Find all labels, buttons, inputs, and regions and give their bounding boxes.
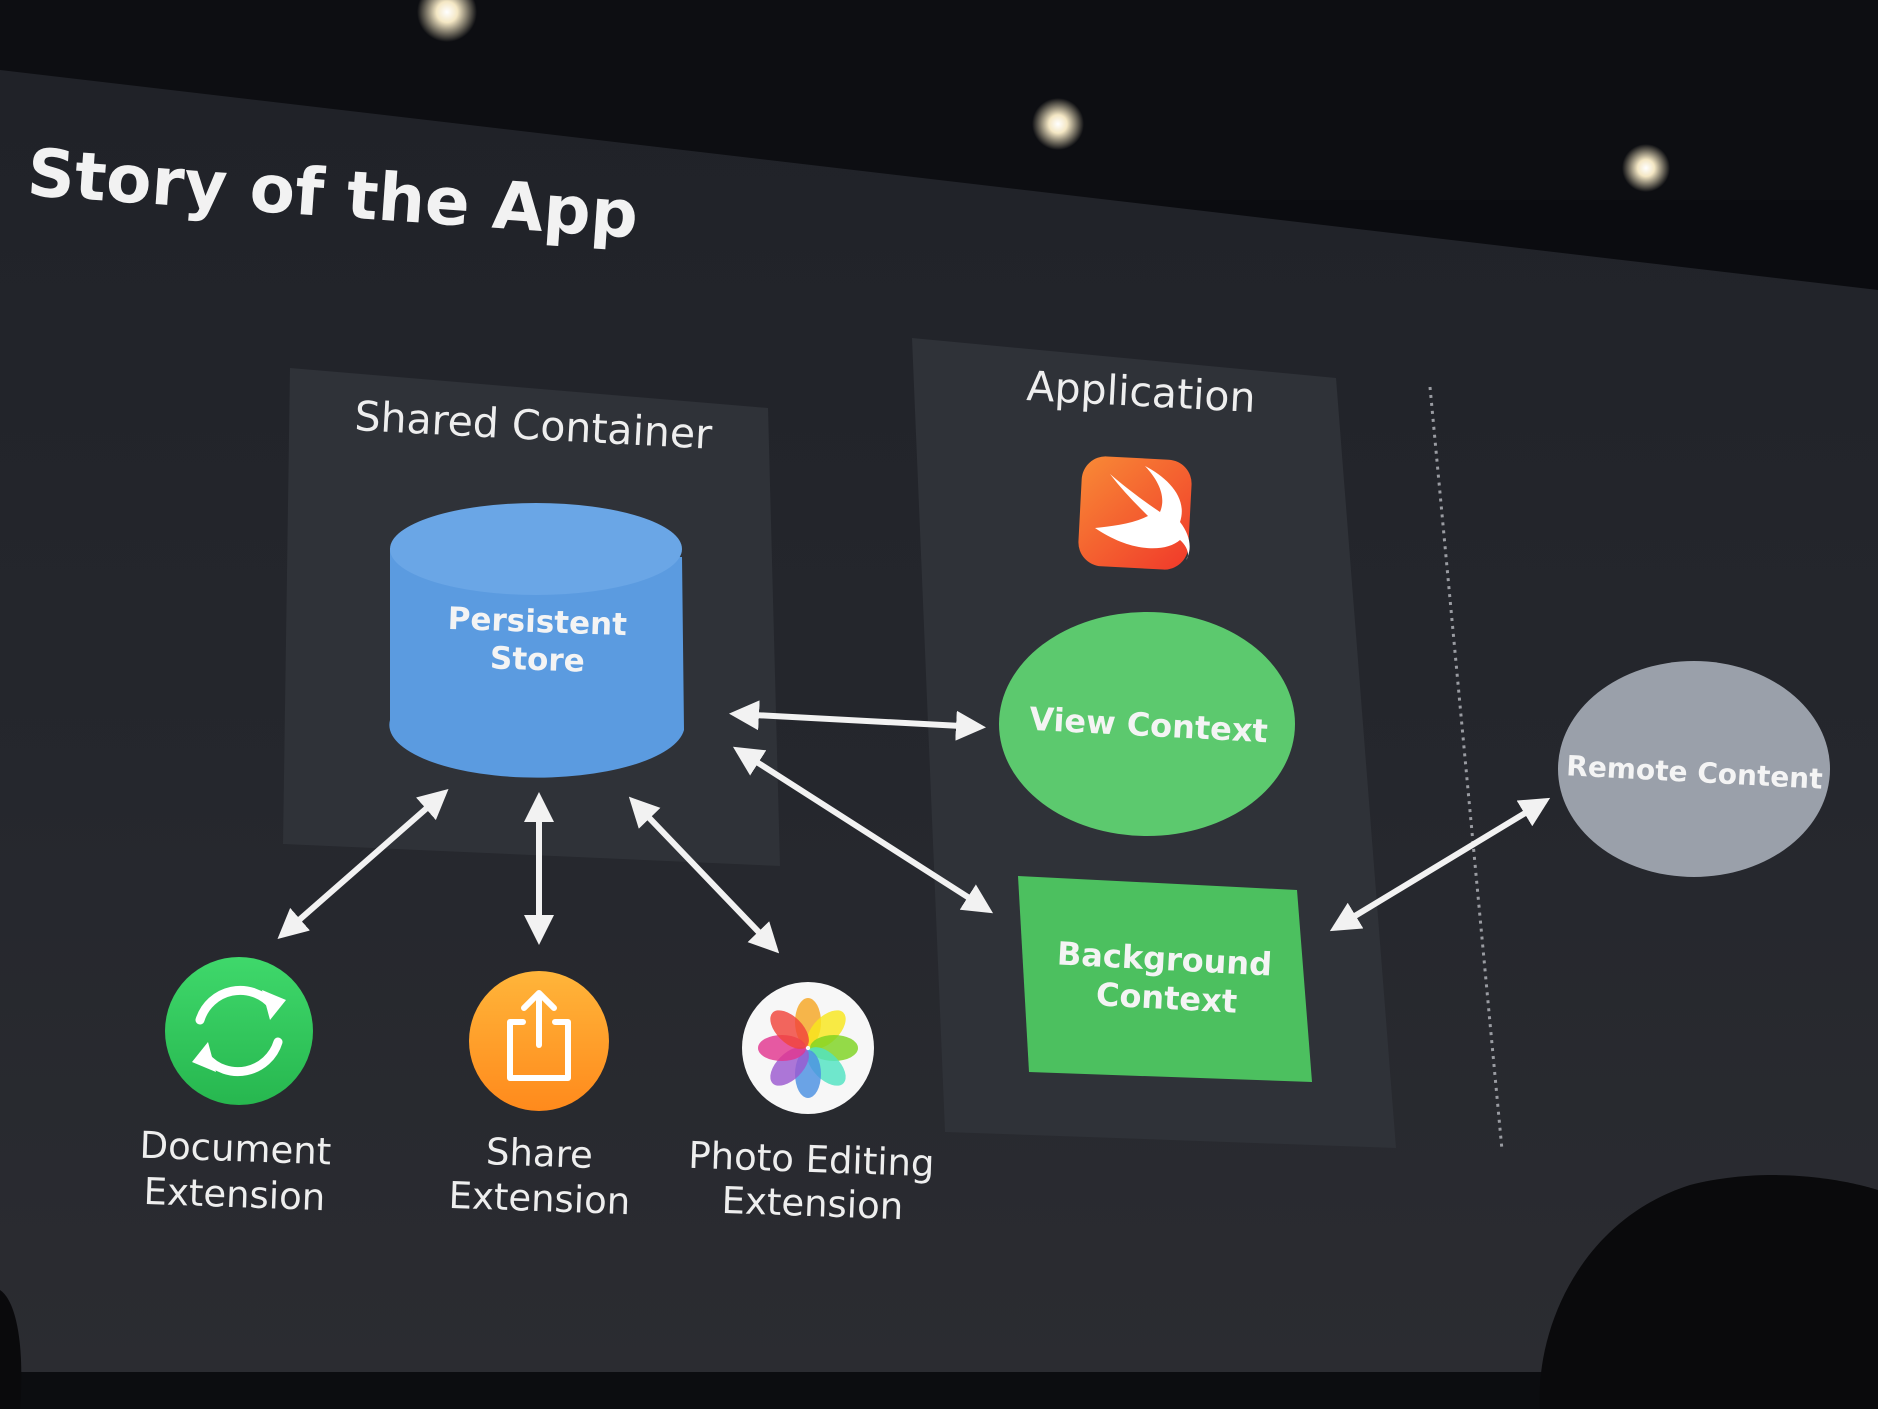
- photo-editing-extension-label-2: Extension: [721, 1179, 904, 1228]
- document-extension-label-2: Extension: [143, 1170, 326, 1219]
- audience-silhouette: [1539, 1175, 1878, 1409]
- arrow-store-background-context: [732, 746, 994, 914]
- view-context-node: View Context: [999, 612, 1295, 836]
- arrow-store-photo-extension: [628, 796, 780, 954]
- swift-logo-icon: [1078, 456, 1192, 570]
- arrow-background-remote: [1329, 797, 1551, 932]
- audience-silhouette: [0, 1290, 22, 1409]
- ceiling-lights: [417, 0, 1670, 192]
- background-context-node: Background Context: [1018, 876, 1312, 1082]
- ceiling-light-icon: [1622, 144, 1670, 192]
- remote-content-node: Remote Content: [1558, 661, 1830, 877]
- ceiling-light-icon: [417, 0, 477, 42]
- persistent-store-label-2: Store: [489, 640, 585, 679]
- share-extension-label-1: Share: [485, 1130, 593, 1177]
- share-icon: [507, 990, 571, 1081]
- background-context-label-2: Context: [1095, 975, 1238, 1020]
- photo-editing-extension-label-1: Photo Editing: [688, 1134, 936, 1186]
- connections: [277, 700, 1551, 954]
- photo-editing-extension: Photo Editing Extension: [688, 982, 936, 1228]
- document-extension: Document Extension: [139, 957, 332, 1219]
- share-extension: Share Extension: [448, 971, 631, 1223]
- arrow-store-document-extension: [277, 789, 449, 939]
- arrow-store-view-context: [729, 700, 986, 741]
- application-title: Application: [1025, 362, 1256, 422]
- document-extension-label-1: Document: [139, 1124, 332, 1174]
- photos-flower-icon: [758, 998, 858, 1098]
- ceiling-light-icon: [1032, 98, 1084, 150]
- document-extension-badge: [165, 957, 313, 1105]
- sync-arrows-icon: [192, 985, 286, 1077]
- persistent-store-label-1: Persistent: [447, 601, 628, 643]
- share-extension-label-2: Extension: [448, 1174, 631, 1223]
- persistent-store-node: Persistent Store: [389, 503, 684, 778]
